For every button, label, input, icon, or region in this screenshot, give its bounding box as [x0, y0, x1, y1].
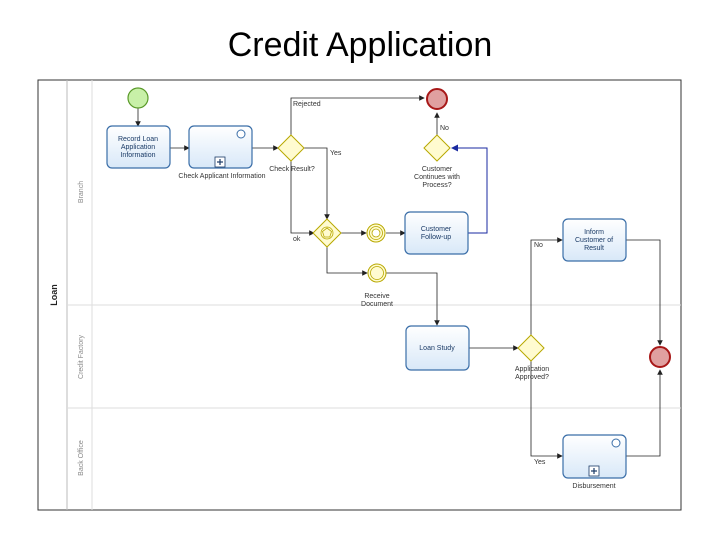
task-inform-line1: Inform — [584, 229, 604, 236]
flow-receive-to-loanstudy — [386, 272, 440, 326]
flow-followup-to-continue — [451, 144, 488, 234]
subprocess-check-applicant[interactable] — [188, 125, 253, 169]
flow-label-no-inform: No — [534, 242, 543, 249]
label-receive-document-1: Receive — [364, 293, 389, 300]
flow-label-yes-top: Yes — [330, 150, 342, 157]
timer-event[interactable] — [366, 223, 386, 243]
task-record-line2: Application — [121, 144, 155, 151]
label-check-applicant: Check Applicant Information — [178, 173, 265, 180]
flow-yes-disb — [530, 361, 563, 459]
task-record-line1: Record Loan — [118, 136, 158, 143]
pool-label: Loan — [49, 284, 59, 306]
gateway-customer-continues[interactable] — [423, 134, 451, 162]
start-event[interactable] — [127, 87, 149, 109]
flow-disb-to-end — [626, 369, 663, 457]
flow-inform-to-end — [626, 239, 663, 346]
task-inform-line3: Result — [584, 245, 604, 252]
flow-label-rejected: Rejected — [293, 101, 321, 108]
flow-label-ok: ok — [293, 236, 301, 243]
flow-rejected — [290, 95, 425, 136]
lane-label-branch: Branch — [78, 181, 85, 203]
disbursement-boundary-icon — [611, 438, 621, 448]
lane-label-back-office: Back Office — [78, 440, 85, 476]
flow-ok — [290, 161, 315, 236]
flow-eventgw-to-receive — [326, 247, 368, 276]
task-followup-line1: Customer — [421, 226, 452, 233]
label-customer-continues-2: Continues with — [414, 174, 460, 181]
task-loan-study[interactable]: Loan Study — [405, 325, 470, 371]
label-application-approved-2: Approved? — [515, 374, 549, 381]
task-loan-study-label: Loan Study — [419, 345, 455, 352]
task-followup-line2: Follow-up — [421, 234, 451, 241]
label-check-result: Check Result? — [269, 166, 315, 173]
label-application-approved-1: Application — [515, 366, 549, 373]
slide-title: Credit Application — [227, 26, 493, 64]
flow-no-inform — [530, 237, 563, 335]
label-receive-document-2: Document — [361, 301, 393, 308]
label-disbursement: Disbursement — [572, 483, 615, 490]
subprocess-disbursement[interactable] — [562, 434, 627, 479]
task-inform-line2: Customer of — [575, 237, 613, 244]
gateway-check-result[interactable] — [277, 134, 305, 162]
lane-label-credit-factory: Credit Factory — [78, 335, 85, 379]
loop-flow — [451, 144, 488, 234]
flow-label-no-top: No — [440, 125, 449, 132]
task-record-line3: Information — [120, 152, 155, 159]
flow-label-yes-disb: Yes — [534, 459, 546, 466]
label-customer-continues-1: Customer — [422, 166, 453, 173]
task-inform-customer[interactable]: Inform Customer of Result — [562, 218, 627, 262]
event-based-gateway[interactable] — [312, 218, 342, 248]
receive-document-event[interactable] — [367, 263, 387, 283]
sequence-flows — [135, 95, 663, 459]
end-event-final[interactable] — [649, 346, 671, 368]
label-customer-continues-3: Process? — [422, 182, 451, 189]
boundary-event-icon — [236, 129, 246, 139]
gateway-application-approved[interactable] — [517, 334, 545, 362]
end-event-rejected[interactable] — [426, 88, 448, 110]
clock-icon — [371, 228, 381, 238]
flow-yes — [304, 147, 330, 220]
task-customer-follow-up[interactable]: Customer Follow-up — [404, 211, 469, 255]
task-record-loan-application[interactable]: Record Loan Application Information — [106, 125, 171, 169]
